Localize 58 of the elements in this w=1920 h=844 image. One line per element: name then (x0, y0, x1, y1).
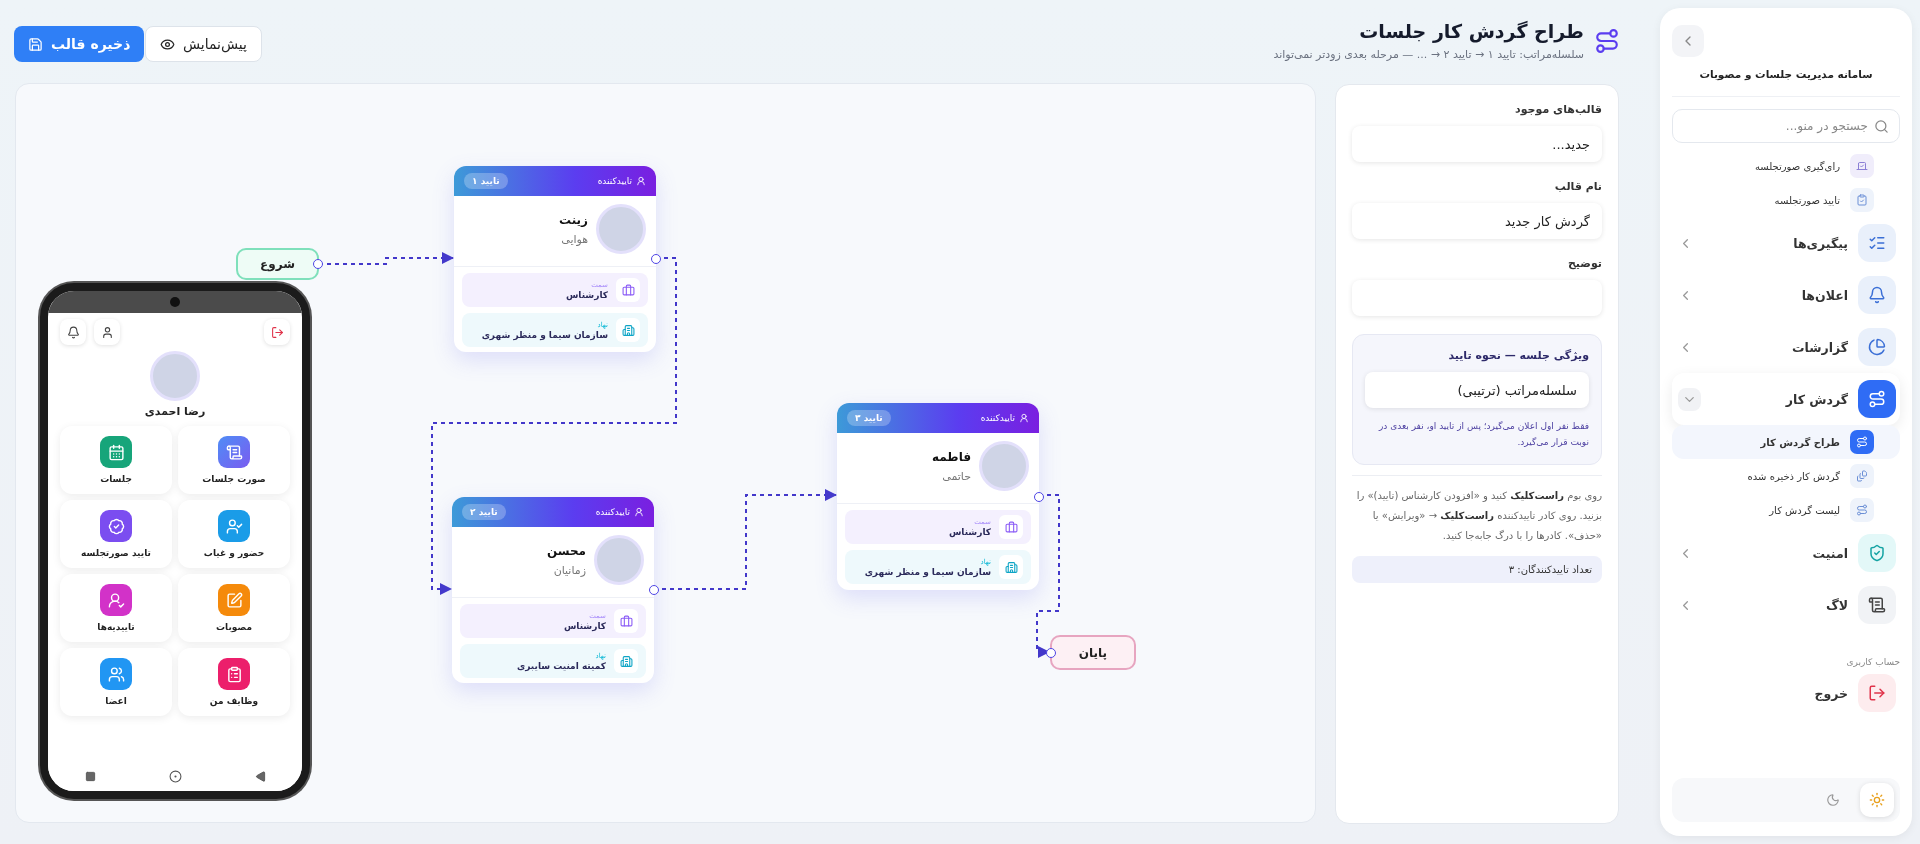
panel-heading: ویژگی جلسه — نحوه تایید (1447, 349, 1589, 362)
menu-label: گردش کار ذخیره شده (1746, 470, 1840, 482)
app-title: سامانه مدیریت جلسات و مصوبات (1672, 60, 1900, 97)
role-value: کارشناس (565, 289, 608, 300)
menu-label: گردش کار (1784, 391, 1848, 407)
menu-label: اعلان‌ها (1800, 287, 1848, 303)
card-header-label: تاییدکننده (597, 176, 646, 186)
person-surname: هوایی (560, 232, 588, 246)
menu-label: طراح گردش کار (1759, 436, 1840, 448)
step-badge: تایید ۳ (847, 410, 891, 426)
dashed-arrow (431, 257, 677, 595)
field-label: نام قالب (1553, 180, 1602, 193)
select-field: جدید... (1352, 126, 1602, 162)
user-name: رضا احمدی (144, 405, 206, 418)
step-badge: تایید ۲ (462, 504, 506, 520)
role-value: کارشناس (948, 526, 991, 537)
tile-title: تایید صورتجلسه (81, 548, 151, 558)
save-template-button: ذخیره قالب (14, 26, 145, 62)
menu-label: خروج (1813, 685, 1848, 701)
menu-label: گزارشات (1790, 339, 1848, 355)
organization-value: کمیته امنیت سایبری (517, 660, 606, 671)
person-surname: حاتمی (941, 469, 971, 483)
tile-title: حضور و غیاب (203, 548, 265, 558)
menu-label: امنیت (1811, 545, 1848, 561)
approver-count: تعداد تاییدکنندگان: ۳ (1352, 556, 1602, 584)
tile-title: مصوبات (216, 622, 252, 632)
role-value: کارشناس (563, 620, 606, 631)
dashed-arrow (1036, 494, 1060, 658)
field-label: قالب‌های موجود (1514, 103, 1602, 116)
page-subtitle: سلسله‌مراتب: تایید ۱ → تایید ۲ → ... — مرحله بعدی زودتر نمی‌تواند (1273, 48, 1584, 61)
card-header-label: تاییدکننده (595, 507, 644, 517)
preview-button: پیش‌نمایش (145, 26, 262, 62)
tile-title: جلسات (100, 474, 132, 484)
menu-label: لیست گردش کار (1767, 504, 1840, 516)
organization-value: سازمان سیما و منظر شهری (481, 329, 608, 340)
section-label: حساب کاربری (1845, 657, 1900, 667)
menu-label: پیگیری‌ها (1792, 235, 1848, 251)
organization-value: سازمان سیما و منظر شهری (864, 566, 991, 577)
menu-label: تایید صورتجلسه (1773, 194, 1840, 206)
person-surname: زمانیان (552, 563, 586, 577)
person-name: فاطمه (932, 449, 971, 464)
input-field: گردش کار جدید (1352, 203, 1602, 239)
menu-label: لاگ (1824, 597, 1848, 613)
person-name: زینت (559, 212, 588, 227)
step-badge: تایید ۱ (464, 173, 508, 189)
tile-title: اعضا (105, 696, 127, 706)
select-field: سلسله‌مراتب (ترتیبی) (1365, 372, 1589, 408)
card-header-label: تاییدکننده (980, 413, 1029, 423)
tile-title: وظایف من (209, 696, 259, 706)
tile-title: تاییدیه‌ها (97, 622, 135, 632)
instructions-text: روی بوم راست‌کلیک کنید و «افزودن کارشناس (تایید)» را بزنید. روی کادر تاییدکننده راست‌کلیک → «ویرایش» یا «حذف». کادرها را با درگ جابه‌جا کنید. (1352, 475, 1602, 547)
menu-label: رای‌گیری صورتجلسه (1753, 160, 1840, 172)
tile-title: صورت جلسات (202, 474, 266, 484)
page-title: طراح گردش کار جلسات (1358, 20, 1584, 42)
search-field: جستجو در منو... (1672, 109, 1900, 143)
hint-text: فقط نفر اول اعلان می‌گیرد؛ پس از تایید او، نفر بعدی در نوبت قرار می‌گیرد. (1377, 420, 1589, 450)
field-label: توضیح (1566, 257, 1602, 270)
person-name: محسن (546, 543, 586, 558)
